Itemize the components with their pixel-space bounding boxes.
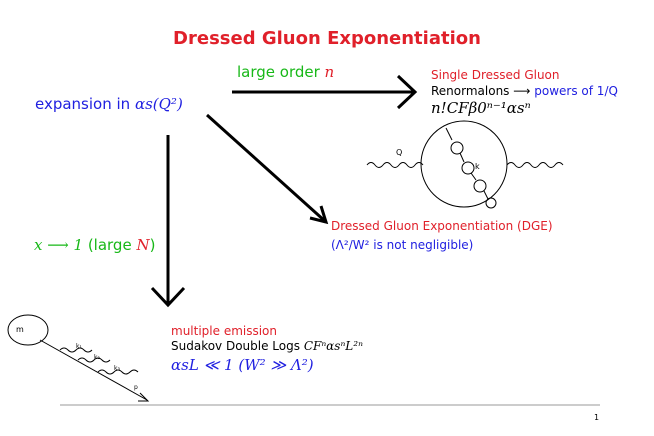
k1-label: k₁	[76, 343, 82, 350]
mass-label: m	[16, 325, 24, 334]
renormalons-text: Renormalons ⟶	[431, 84, 535, 98]
sudakov-line: Sudakov Double Logs CFⁿαsⁿL²ⁿ	[171, 339, 363, 353]
p-label: p	[134, 384, 138, 391]
x-limit-close: )	[149, 236, 156, 254]
multiple-emission-diagram	[7, 314, 150, 402]
quark-label: Q	[396, 148, 403, 157]
momentum-label: k	[475, 162, 480, 171]
arrow-dge	[205, 113, 329, 225]
sudakov-text: Sudakov Double Logs	[171, 339, 304, 353]
x-limit-math: x ⟶ 1	[34, 236, 84, 254]
expansion-math: αs(Q²)	[134, 95, 183, 113]
dge-heading: Dressed Gluon Exponentiation (DGE)	[331, 219, 553, 233]
large-order-math: n	[324, 63, 335, 81]
expansion-text: expansion in	[35, 95, 135, 113]
arrow-large-order	[232, 74, 418, 110]
sudakov-math: CFⁿαsⁿL²ⁿ	[303, 339, 363, 353]
x-limit-text: (large	[83, 236, 137, 254]
k3-label: k₃	[114, 365, 120, 372]
x-limit-label: x ⟶ 1 (large N)	[34, 236, 155, 254]
single-dressed-formula: n!CFβ0ⁿ⁻¹αsⁿ	[431, 99, 531, 117]
single-dressed-gluon-diagram	[366, 120, 564, 209]
powers-text: powers of 1/Q	[534, 84, 618, 98]
dge-note: (Λ²/W² is not negligible)	[331, 238, 474, 252]
expansion-label: expansion in αs(Q²)	[35, 95, 183, 113]
page-number: 1	[594, 413, 600, 422]
multiple-emission-heading: multiple emission	[171, 324, 278, 338]
large-order-text: large order	[237, 63, 325, 81]
single-dressed-heading: Single Dressed Gluon	[431, 68, 560, 82]
page-title: Dressed Gluon Exponentiation	[173, 28, 481, 49]
condition-line: αsL ≪ 1 (W² ≫ Λ²)	[171, 356, 314, 374]
arrow-x-limit	[150, 135, 186, 308]
x-limit-math-n: N	[136, 236, 150, 254]
large-order-label: large order n	[237, 63, 334, 81]
renormalons-line: Renormalons ⟶ powers of 1/Q	[431, 84, 618, 98]
k2-label: k₂	[94, 354, 100, 361]
